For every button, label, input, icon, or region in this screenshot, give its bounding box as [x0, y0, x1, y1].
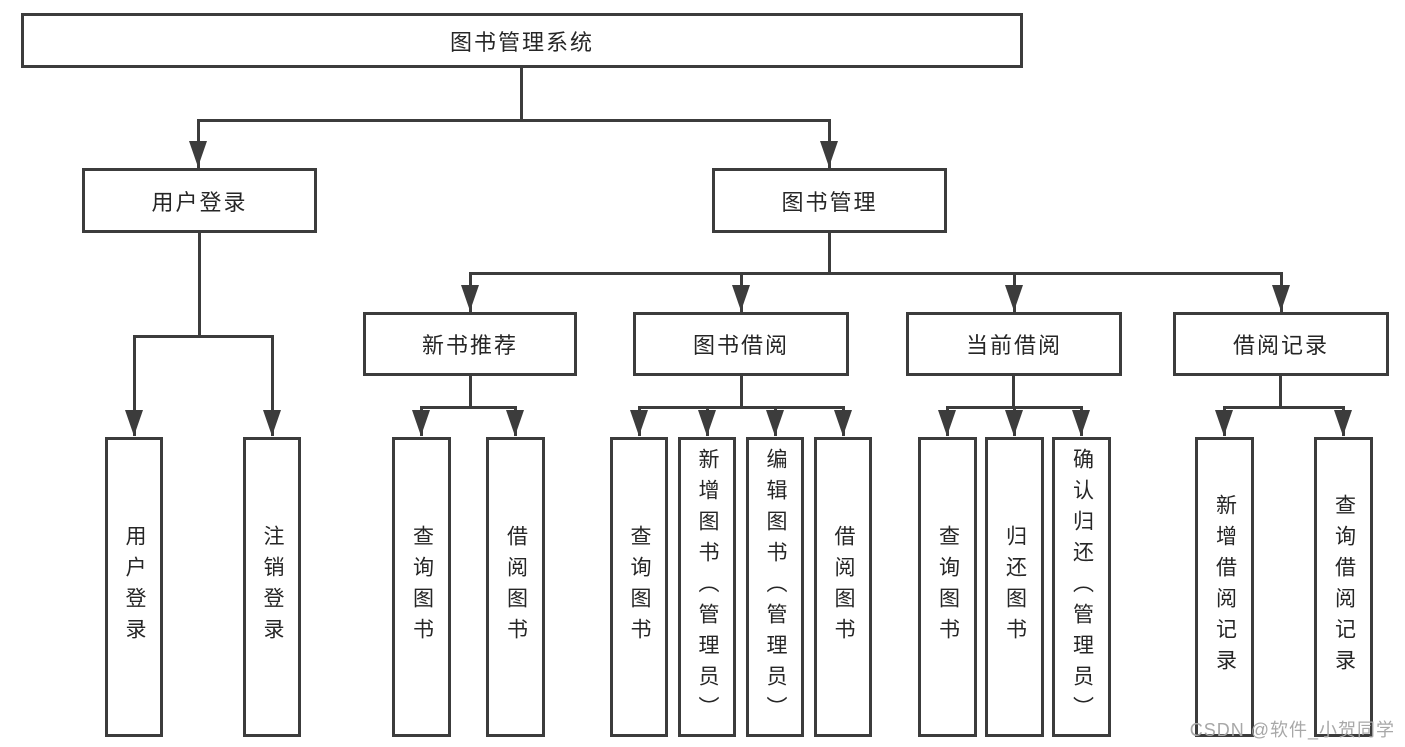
arrow-down-icon [630, 410, 648, 436]
node-new-book-recommend: 新书推荐 [363, 312, 577, 376]
connector-group1-bar [133, 335, 274, 338]
arrow-down-icon [1215, 410, 1233, 436]
connector-group2-bar [420, 406, 517, 409]
connector-book-mgmt-stem [828, 233, 831, 275]
arrow-down-icon [938, 410, 956, 436]
node-book-borrowing: 图书借阅 [633, 312, 849, 376]
arrow-down-icon [263, 410, 281, 436]
connector-records-stem [1279, 376, 1282, 409]
node-leaf-query-borrow-record: 查询借阅记录 [1314, 437, 1373, 737]
node-current-borrowing: 当前借阅 [906, 312, 1122, 376]
arrow-down-icon [732, 285, 750, 311]
arrow-down-icon [766, 410, 784, 436]
connector-current-stem [1012, 376, 1015, 409]
node-leaf-add-borrow-record: 新增借阅记录 [1195, 437, 1254, 737]
node-book-management: 图书管理 [712, 168, 947, 233]
connector-level1-bar [197, 119, 831, 122]
node-leaf-query-books-recommend: 查询图书 [392, 437, 451, 737]
connector-borrow-stem [740, 376, 743, 409]
node-leaf-query-books-borrow: 查询图书 [610, 437, 668, 737]
node-leaf-add-books-admin: 新增图书（管理员） [678, 437, 736, 737]
node-leaf-borrow-books-recommend: 借阅图书 [486, 437, 545, 737]
arrow-down-icon [461, 285, 479, 311]
node-leaf-user-login: 用户登录 [105, 437, 163, 737]
connector-group3-bar [638, 406, 845, 409]
csdn-watermark: CSDN @软件_小贺同学 [1189, 720, 1395, 740]
arrow-down-icon [1272, 285, 1290, 311]
node-leaf-borrow-books: 借阅图书 [814, 437, 872, 737]
connector-recommend-stem [469, 376, 472, 409]
arrow-down-icon [1005, 410, 1023, 436]
connector-level2-bar [469, 272, 1282, 275]
node-leaf-logout: 注销登录 [243, 437, 301, 737]
node-borrowing-records: 借阅记录 [1173, 312, 1389, 376]
arrow-down-icon [189, 141, 207, 167]
node-library-management-system: 图书管理系统 [21, 13, 1023, 68]
arrow-down-icon [698, 410, 716, 436]
arrow-down-icon [1005, 285, 1023, 311]
arrow-down-icon [506, 410, 524, 436]
arrow-down-icon [1072, 410, 1090, 436]
connector-group5-bar [1223, 406, 1345, 409]
arrow-down-icon [1334, 410, 1352, 436]
arrow-down-icon [125, 410, 143, 436]
node-leaf-edit-books-admin: 编辑图书（管理员） [746, 437, 804, 737]
arrow-down-icon [412, 410, 430, 436]
connector-root-stem [520, 68, 523, 121]
connector-group1-drop2 [271, 335, 274, 436]
node-leaf-query-books-current: 查询图书 [918, 437, 977, 737]
arrow-down-icon [834, 410, 852, 436]
connector-group1-drop1 [133, 335, 136, 436]
arrow-down-icon [820, 141, 838, 167]
connector-user-login-stem [198, 233, 201, 337]
node-user-login: 用户登录 [82, 168, 317, 233]
node-leaf-return-books: 归还图书 [985, 437, 1044, 737]
node-leaf-confirm-return-admin: 确认归还（管理员） [1052, 437, 1111, 737]
